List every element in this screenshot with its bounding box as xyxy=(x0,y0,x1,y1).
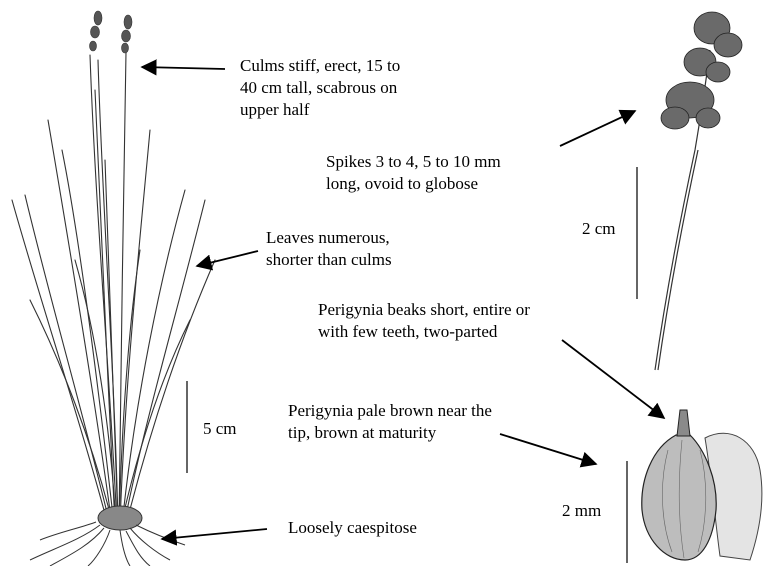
perigynium-scale-label: 2 mm xyxy=(562,500,601,522)
spikes-annotation: Spikes 3 to 4, 5 to 10 mm long, ovoid to… xyxy=(326,151,501,195)
leaves-arrow xyxy=(197,251,258,266)
culms-annotation: Culms stiff, erect, 15 to 40 cm tall, sc… xyxy=(240,55,400,121)
leaves-annotation: Leaves numerous, shorter than culms xyxy=(266,227,392,271)
culms-arrow xyxy=(142,67,225,69)
beaks-arrow xyxy=(562,340,664,418)
plant-scale-label: 5 cm xyxy=(203,418,237,440)
habit-annotation: Loosely caespitose xyxy=(288,517,417,539)
perigynia-color-annotation: Perigynia pale brown near the tip, brown… xyxy=(288,400,492,444)
spike-scale-label: 2 cm xyxy=(582,218,616,240)
spikes-arrow xyxy=(560,111,635,146)
perigynia-arrow xyxy=(500,434,596,464)
habit-arrow xyxy=(162,529,267,539)
beaks-annotation: Perigynia beaks short, entire or with fe… xyxy=(318,299,530,343)
